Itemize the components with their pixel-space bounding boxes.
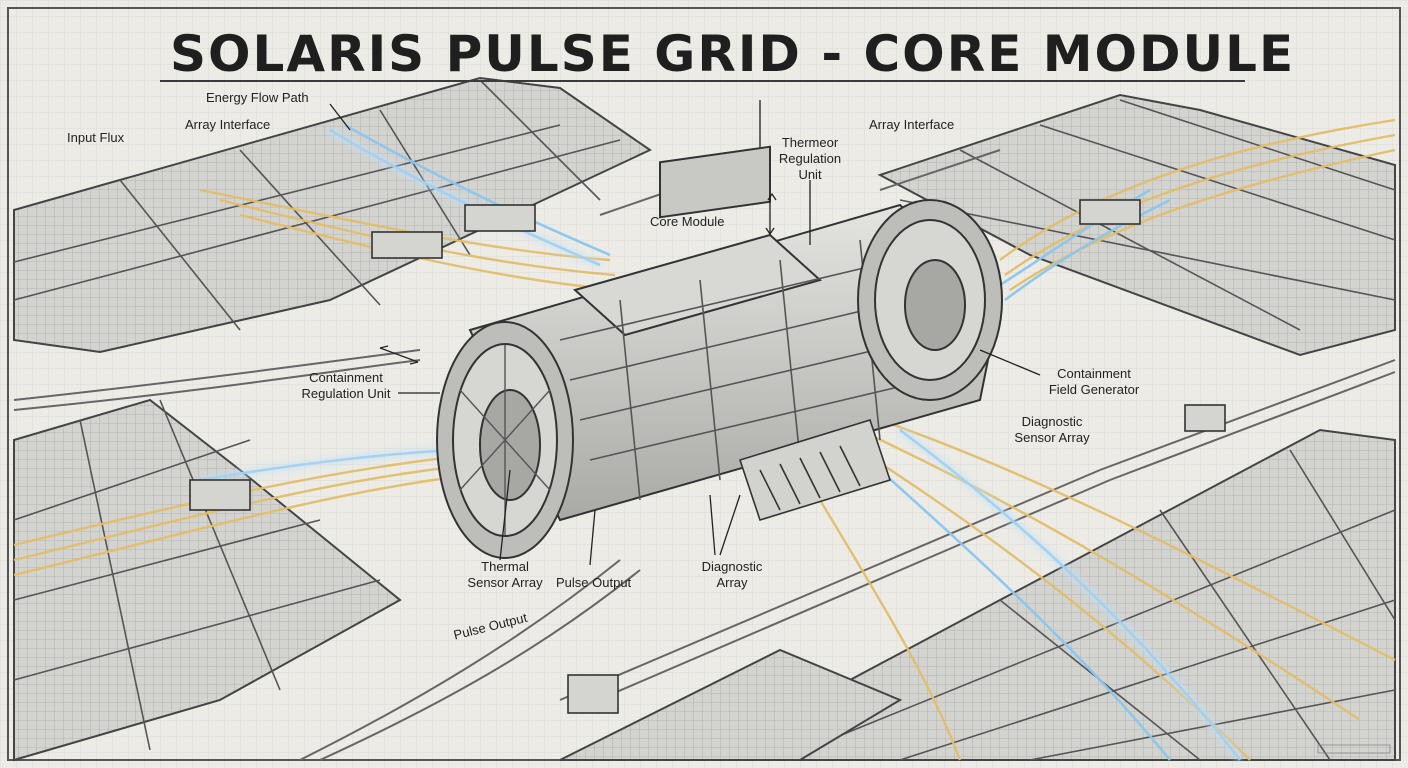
label-diagnostic-array: Diagnostic Array bbox=[701, 559, 763, 590]
energy-flow-gold bbox=[13, 118, 1396, 761]
label-diagnostic-sensor-array: Diagnostic Sensor Array bbox=[1014, 414, 1090, 445]
label-containment-regulation-unit: Containment Regulation Unit bbox=[301, 370, 391, 401]
label-input-flux: Input Flux bbox=[67, 130, 125, 145]
label-thermal-sensor-array: Thermal Sensor Array bbox=[467, 559, 543, 590]
title-underline bbox=[160, 80, 1245, 82]
label-pulse-output-center: Pulse Output bbox=[556, 575, 632, 590]
label-array-interface-left: Array Interface bbox=[185, 117, 271, 132]
conduits bbox=[13, 100, 1396, 761]
solar-panel-bottom-center bbox=[559, 648, 903, 761]
junction-boxes bbox=[189, 199, 1226, 714]
corner-mark bbox=[1317, 744, 1391, 754]
label-core-module: Core Module bbox=[650, 214, 725, 229]
label-array-interface-right: Array Interface bbox=[869, 117, 955, 132]
solar-panel-bottom-left bbox=[13, 398, 402, 762]
containment-field-generator-disk bbox=[857, 199, 1003, 401]
label-containment-field-generator: Containment Field Generator bbox=[1048, 366, 1140, 397]
leader-lines bbox=[329, 103, 1041, 566]
diagnostic-array-fins bbox=[738, 419, 892, 521]
label-energy-flow-path: Energy Flow Path bbox=[206, 90, 309, 105]
label-thermal-regulation-unit: Thermeor Regulation Unit bbox=[778, 135, 842, 182]
page-title: SOLARIS PULSE GRID - CORE MODULE bbox=[170, 25, 1296, 83]
containment-regulation-disk bbox=[436, 321, 574, 559]
